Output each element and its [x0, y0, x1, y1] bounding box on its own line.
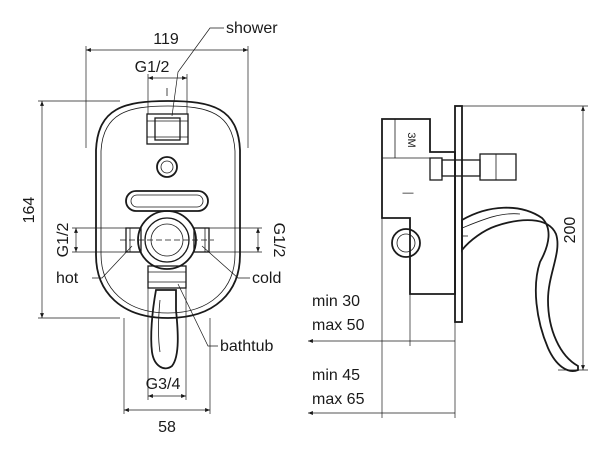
shower-leader: [171, 27, 224, 117]
thread-right-label: G1/2: [270, 223, 287, 258]
thread-left-label: G1/2: [55, 223, 72, 258]
dim-bottom-width-label: 58: [158, 419, 176, 436]
escutcheon-plate-inner: [100, 105, 236, 314]
front-dimensions: 119 G1/2 shower 164 G1/2 G1/2 hot cold b: [21, 20, 287, 436]
wall-max-1-label: max 50: [312, 317, 365, 334]
shower-label: shower: [226, 20, 278, 37]
body-mark: 3M: [405, 132, 417, 147]
mixer-bar: [125, 190, 209, 212]
thread-top-label: G1/2: [135, 59, 170, 76]
side-height-label: 200: [562, 217, 579, 244]
wall-min-1-label: min 30: [312, 293, 360, 310]
diverter-spindle: [429, 157, 443, 181]
lever-handle-front: [150, 289, 179, 370]
svg-text:—: —: [403, 187, 414, 199]
bathtub-label: bathtub: [220, 338, 273, 355]
wall-min-2-label: min 45: [312, 367, 360, 384]
thread-bottom-label: G3/4: [146, 376, 181, 393]
hot-leader: [92, 245, 133, 279]
bathtub-leader: [177, 283, 218, 347]
hot-label: hot: [56, 270, 79, 287]
dim-height-label: 164: [21, 197, 38, 224]
wall-max-2-label: max 65: [312, 391, 365, 408]
dim-width-label: 119: [153, 31, 179, 48]
wall-plate: [454, 105, 463, 323]
side-dimensions: 200 min 30 max 50 min 45 max 65: [308, 105, 588, 418]
bathtub-outlet: [147, 265, 187, 289]
diverter-knob: [156, 156, 178, 178]
side-cartridge: [391, 228, 421, 258]
side-view: 3M —: [381, 105, 579, 372]
front-view: [95, 88, 241, 370]
cold-leader: [201, 245, 250, 279]
escutcheon-plate: [95, 100, 241, 319]
cold-label: cold: [252, 270, 281, 287]
shower-outlet-insert: [154, 117, 181, 141]
mixer-body: [381, 118, 456, 295]
shower-outlet-body: [146, 113, 189, 145]
lever-handle-side: [461, 206, 579, 372]
